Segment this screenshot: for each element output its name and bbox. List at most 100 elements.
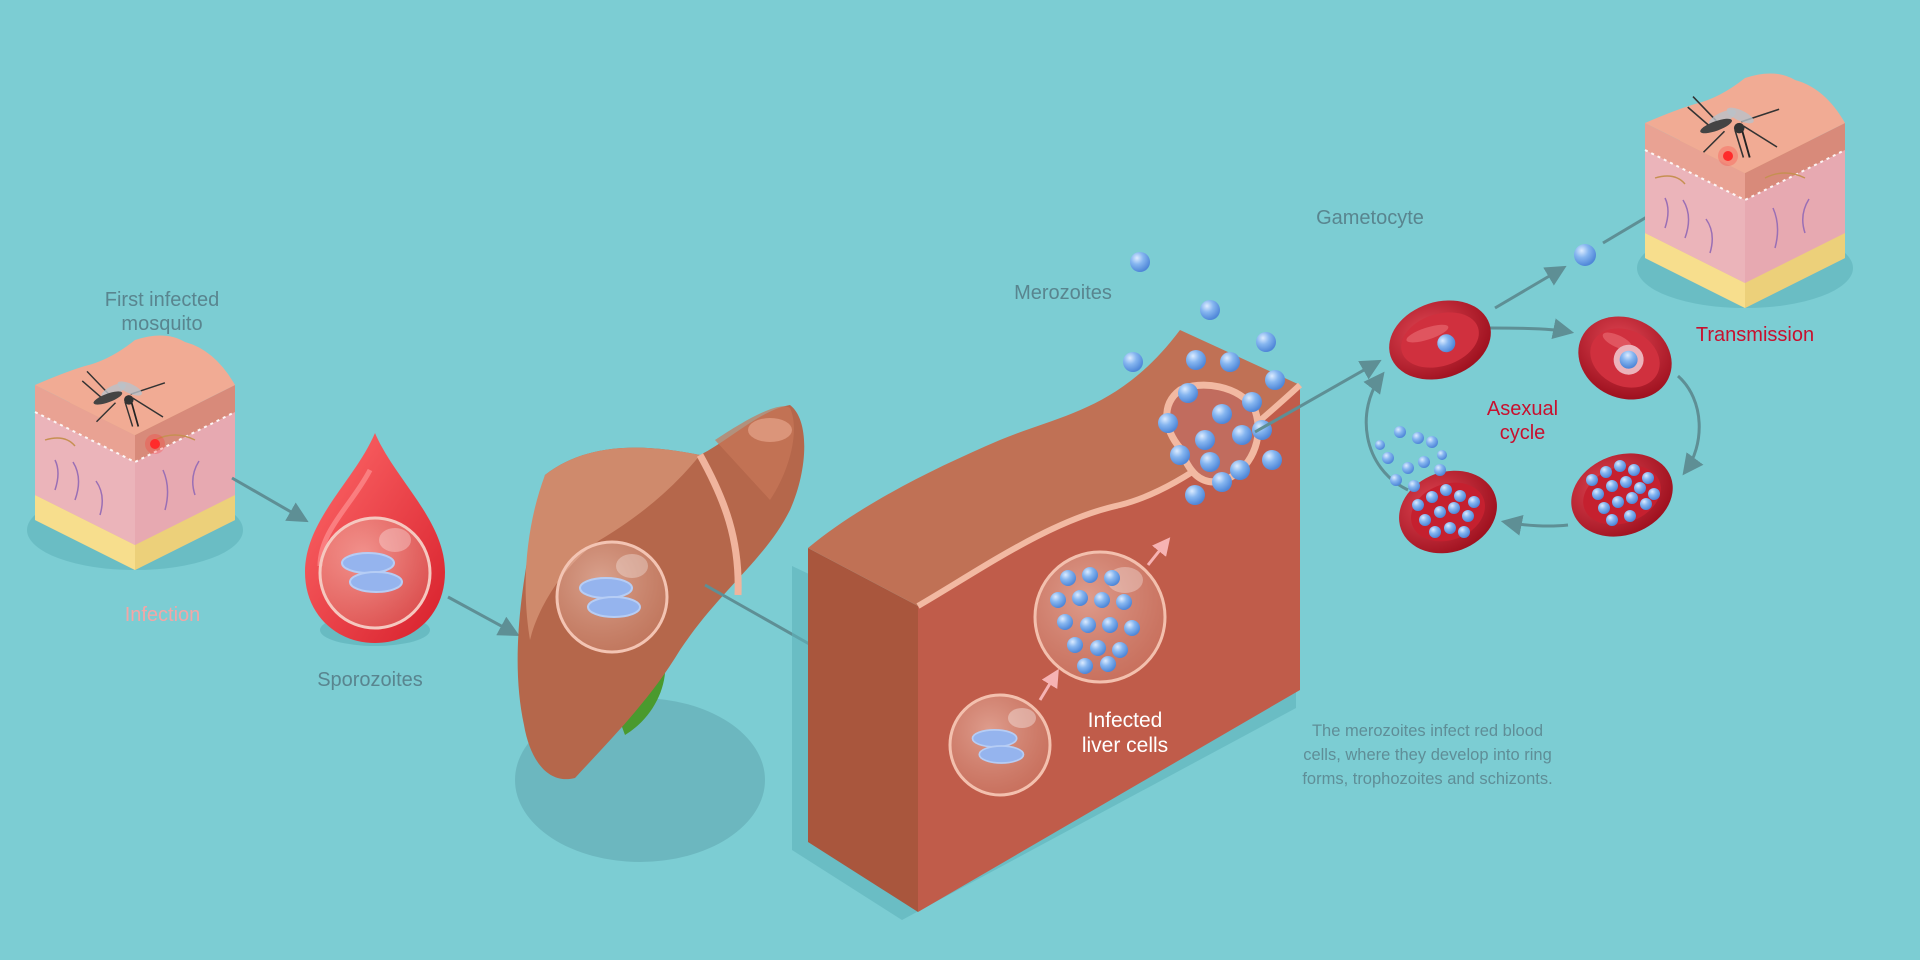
description-text: The merozoites infect red blood cells, w… [1302,722,1553,788]
merozoite-bead [1170,445,1190,465]
label-gametocyte: Gametocyte [1316,207,1424,229]
merozoite-bead [1185,485,1205,505]
label-merozoites: Merozoites [1014,282,1112,304]
label-infection: Infection [124,604,201,626]
skin-block-infection [26,334,244,571]
label-first-infected-mosquito: First infected mosquito [104,289,220,335]
merozoite-bead [1437,450,1447,460]
merozoite-bead [1200,300,1220,320]
merozoite-bead [1634,482,1646,494]
merozoite-bead [1458,526,1470,538]
merozoite-bead [1408,480,1420,492]
merozoite-bead [1418,456,1430,468]
merozoite-bead [1080,617,1096,633]
merozoite-bead [1090,640,1106,656]
merozoite-bead [1429,526,1441,538]
merozoite-bead [1614,460,1626,472]
merozoite-bead [1116,594,1132,610]
merozoite-bead [1586,474,1598,486]
merozoite-bead [1265,370,1285,390]
label-transmission: Transmission [1695,324,1815,346]
merozoite-bead [1382,452,1394,464]
merozoite-bead [1212,404,1232,424]
merozoite-bead [1592,488,1604,500]
merozoite-bead [1112,642,1128,658]
merozoite-bead [1094,592,1110,608]
merozoite-bead [1067,637,1083,653]
merozoite-bead [1402,462,1414,474]
merozoite-bead [1412,432,1424,444]
gametocyte [1574,244,1596,266]
merozoite-bead [1123,352,1143,372]
asexual-cycle [1363,300,1704,554]
merozoite-bead [1426,491,1438,503]
blood-drop-sporozoites [305,433,445,646]
label-asexual-cycle: Asexual cycle [1486,398,1559,444]
merozoite-bead [1262,450,1282,470]
merozoite-bead [1626,492,1638,504]
merozoite-bead [1242,392,1262,412]
merozoite-bead [1620,476,1632,488]
merozoite-bead [1102,617,1118,633]
merozoite-bead [1412,499,1424,511]
merozoite-bead [1082,567,1098,583]
merozoite-bead [1232,425,1252,445]
merozoite-bead [1072,590,1088,606]
merozoite-bead [1104,570,1120,586]
merozoite-bead [1448,502,1460,514]
merozoite-bead [1186,350,1206,370]
merozoite-bead [1060,570,1076,586]
merozoite-bead [1375,440,1385,450]
merozoite-bead [1124,620,1140,636]
merozoite-bead [1628,464,1640,476]
merozoite-bead [1077,658,1093,674]
red-blood-cell-ring [1389,300,1491,380]
merozoite-bead [1468,496,1480,508]
arrow-to-red-blood-cell [1254,359,1382,434]
schizont-merozoites [1586,460,1660,526]
merozoite-bead [1195,430,1215,450]
merozoite-bead [1212,472,1232,492]
merozoite-bead [1230,460,1250,480]
merozoite-bead [1419,514,1431,526]
skin-block-transmission [1636,72,1854,309]
merozoite-bead [1057,614,1073,630]
merozoites-in-liver-cell [1050,567,1140,674]
merozoite-bead [1178,383,1198,403]
merozoite-bead [1158,413,1178,433]
red-blood-cell-trophozoite [1578,316,1672,400]
merozoite-bead [1444,522,1456,534]
merozoite-bead [1600,466,1612,478]
merozoite-bead [1606,480,1618,492]
merozoite-bead [1598,502,1610,514]
merozoite-bead [1220,352,1240,372]
label-sporozoites: Sporozoites [317,669,423,691]
rupture-merozoites [1375,426,1480,538]
label-infected-liver-cells: Infected liver cells [1081,709,1169,758]
merozoite-bead [1434,506,1446,518]
liver [515,405,805,862]
arrow-drop-to-liver [447,595,520,637]
merozoite-bead [1390,474,1402,486]
merozoite-bead [1130,252,1150,272]
merozoite-bead [1648,488,1660,500]
merozoite-bead [1606,514,1618,526]
merozoite-bead [1256,332,1276,352]
merozoite-bead [1440,484,1452,496]
merozoite-bead [1200,452,1220,472]
merozoite-bead [1624,510,1636,522]
merozoite-bead [1640,498,1652,510]
arrow-skin-to-drop [231,476,309,523]
merozoite-bead [1050,592,1066,608]
merozoite-bead [1100,656,1116,672]
merozoite-bead [1426,436,1438,448]
merozoite-bead [1462,510,1474,522]
merozoite-bead [1612,496,1624,508]
merozoite-bead [1434,464,1446,476]
merozoite-bead [1394,426,1406,438]
merozoite-bead [1642,472,1654,484]
merozoite-bead [1454,490,1466,502]
arrow-to-gametocyte [1494,265,1567,310]
